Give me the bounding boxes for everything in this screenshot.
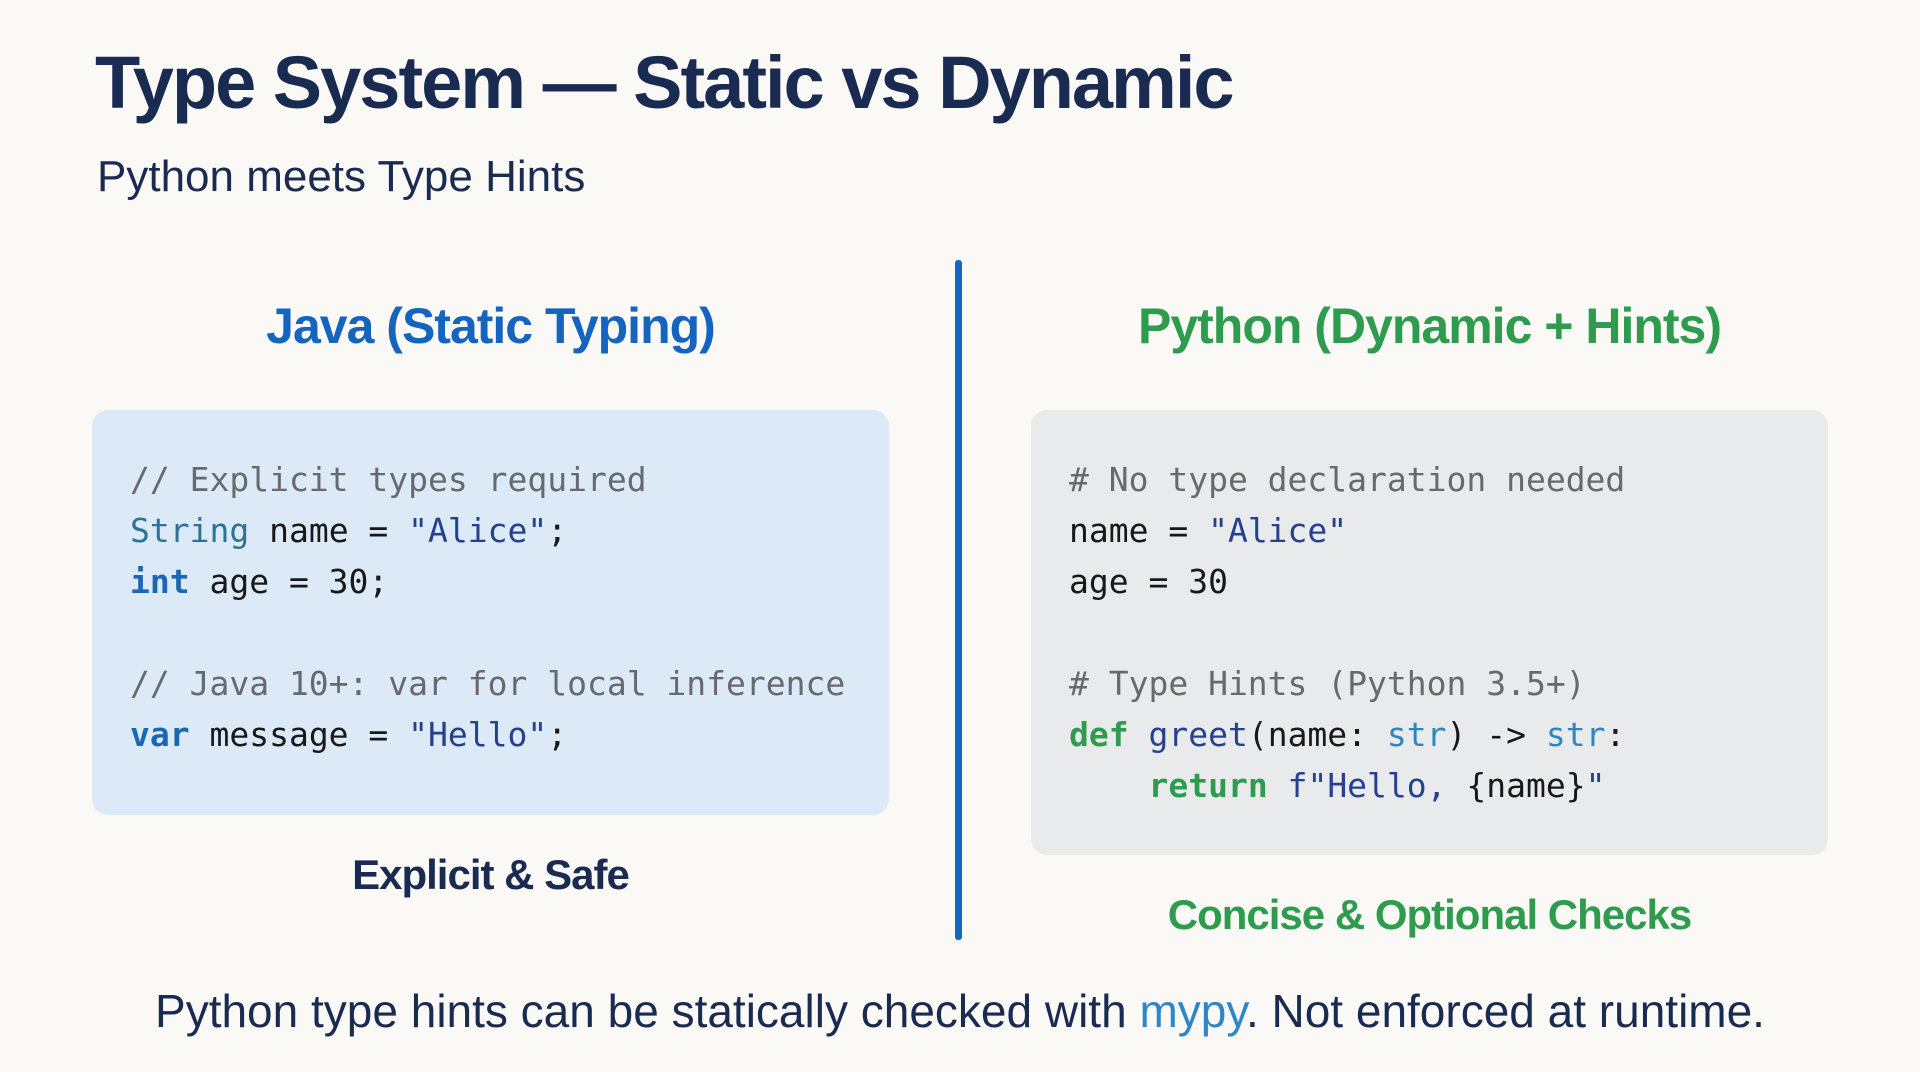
footer-text-before: Python type hints can be statically chec… <box>155 985 1140 1037</box>
code-line: age = 30 <box>1069 562 1228 601</box>
code-line <box>1069 607 1790 658</box>
code-line: int age = 30; <box>130 562 389 601</box>
code-line: # No type declaration needed <box>1069 460 1626 499</box>
footer-text-after: . Not enforced at runtime. <box>1245 985 1765 1037</box>
code-line: // Java 10+: var for local inference <box>130 664 846 703</box>
code-line: def greet(name: str) -> str: <box>1069 715 1626 754</box>
code-line: String name = "Alice"; <box>130 511 568 550</box>
column-python: Python (Dynamic + Hints) # No type decla… <box>1031 296 1828 939</box>
code-line <box>130 607 851 658</box>
columns-row: Java (Static Typing) // Explicit types r… <box>0 296 1920 939</box>
python-code-block: # No type declaration needed name = "Alic… <box>1031 410 1828 855</box>
code-line: name = "Alice" <box>1069 511 1348 550</box>
code-line: # Type Hints (Python 3.5+) <box>1069 664 1586 703</box>
java-column-header: Java (Static Typing) <box>266 298 716 354</box>
java-caption: Explicit & Safe <box>352 851 630 898</box>
footer-mypy-text: mypy <box>1139 985 1246 1037</box>
code-line: return f"Hello, {name}" <box>1148 766 1606 805</box>
column-java: Java (Static Typing) // Explicit types r… <box>92 296 889 939</box>
column-divider <box>955 260 962 940</box>
python-caption: Concise & Optional Checks <box>1167 891 1692 938</box>
code-line: // Explicit types required <box>130 460 647 499</box>
slide-title: Type System — Static vs Dynamic <box>95 41 1235 124</box>
slide-subtitle: Python meets Type Hints <box>97 152 586 201</box>
python-column-header: Python (Dynamic + Hints) <box>1137 298 1722 354</box>
code-line: var message = "Hello"; <box>130 715 568 754</box>
slide-footer: Python type hints can be statically chec… <box>0 984 1920 1038</box>
